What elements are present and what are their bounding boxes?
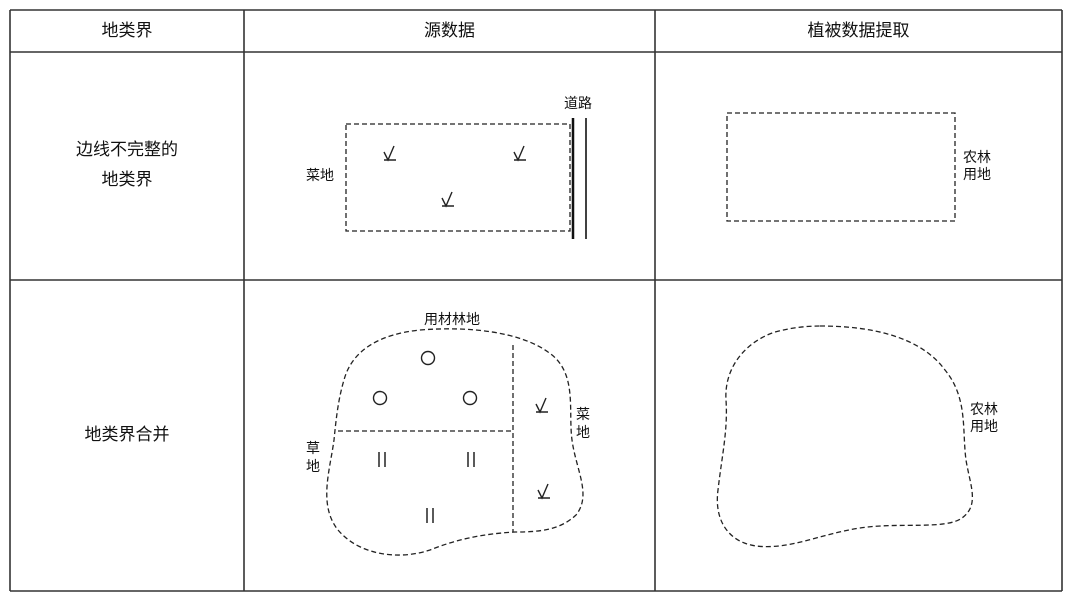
grassland-symbol: [467, 452, 475, 467]
vegetable-symbol: [537, 483, 550, 500]
vegetable-symbol: [513, 145, 526, 162]
timber-forest-symbol: [462, 390, 478, 406]
header-land-boundary: 地类界: [101, 21, 153, 41]
grassland-label-vertical: 草地: [306, 441, 320, 475]
timber-forest-symbol: [420, 350, 436, 366]
row2-extracted-label-line2: 用地: [970, 419, 998, 435]
row2-label: 地类界合并: [84, 425, 170, 445]
grassland-symbol: [378, 452, 386, 467]
timber-forest-label: 用材林地: [424, 312, 480, 328]
row2-extracted-label: 农林 用地: [970, 402, 998, 436]
vegetable-symbol: [441, 191, 454, 208]
grassland-symbol: [426, 508, 434, 523]
agri-forest-boundary: [726, 112, 956, 222]
row1-label-line2: 地类界: [101, 170, 153, 190]
vegetable-field-label: 菜地: [306, 168, 334, 184]
row1-extracted-label: 农林 用地: [963, 150, 991, 184]
vegetable-symbol: [383, 145, 396, 162]
vegetable-field-boundary: [345, 123, 571, 232]
header-source-data: 源数据: [424, 21, 475, 41]
timber-forest-symbol: [372, 390, 388, 406]
agri-forest-merged-outline: [716, 325, 974, 548]
row1-extracted-label-line2: 用地: [963, 167, 991, 183]
merged-parcel-outline: [326, 328, 584, 556]
row1-extracted-label-line1: 农林: [963, 150, 991, 166]
row1-label: 边线不完整的 地类界: [10, 135, 244, 195]
header-vegetation-extraction: 植被数据提取: [807, 21, 910, 41]
road-label: 道路: [564, 96, 592, 112]
row2-extracted-label-line1: 农林: [970, 402, 998, 418]
vegetable-field-label-vertical: 菜地: [576, 407, 590, 441]
vegetable-symbol: [535, 397, 548, 414]
row1-label-line1: 边线不完整的: [76, 140, 178, 160]
